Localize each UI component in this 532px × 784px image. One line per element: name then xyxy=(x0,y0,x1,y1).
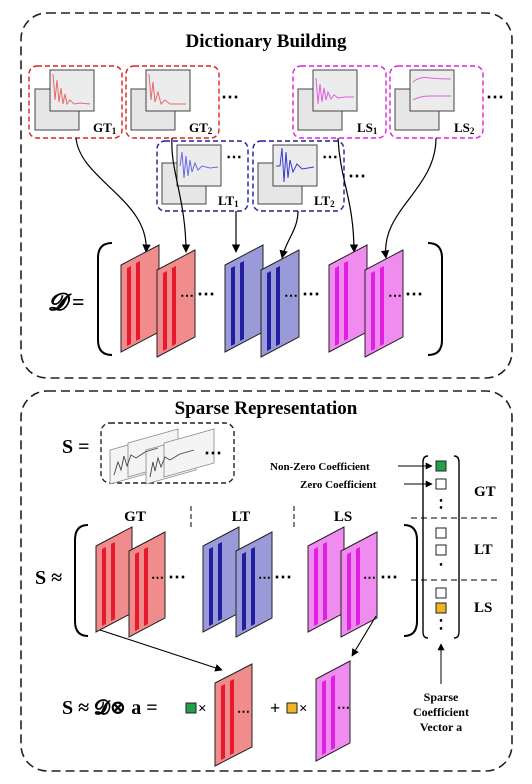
selected-atom-ls: ⋯ xyxy=(315,660,351,762)
group-label-gt2: GT2 xyxy=(189,120,213,136)
signal-box-ellipsis: ⋯ xyxy=(204,443,222,463)
svg-text:•: • xyxy=(439,624,443,635)
svg-text:•: • xyxy=(439,616,443,627)
vector-caption-3: Vector a xyxy=(420,720,462,734)
atom-lt-b: ⋯ xyxy=(260,249,300,358)
atom-ls-a xyxy=(328,244,368,353)
group-label-lt2: LT2 xyxy=(314,193,335,209)
vector-label-ls: LS xyxy=(474,600,492,616)
column-label-ls: LS xyxy=(334,509,352,525)
group-label-lt1: LT1 xyxy=(218,193,239,209)
ellipsis-dict-2: ⋯ xyxy=(302,284,320,304)
ellipsis-sr-2: ⋯ xyxy=(274,567,292,587)
coefficient-vector: • • • • • xyxy=(435,460,447,635)
svg-text:•: • xyxy=(439,503,443,514)
vector-right-bracket xyxy=(453,455,460,639)
group-label-gt1: GT1 xyxy=(93,120,117,136)
svg-text:•: • xyxy=(439,560,443,571)
s-equals-label: S = xyxy=(62,436,90,458)
dictionary-building-border xyxy=(20,12,513,379)
coefficient-zero xyxy=(435,478,447,490)
dictionary-building-title: Dictionary Building xyxy=(186,31,347,52)
dictionary-group-gt1: GT1 xyxy=(28,65,123,139)
column-label-lt: LT xyxy=(232,509,251,525)
vector-label-gt: GT xyxy=(474,484,496,500)
dictionary-equals: = xyxy=(72,289,85,314)
atom-lt-a xyxy=(224,244,264,353)
svg-text:⋯: ⋯ xyxy=(388,289,402,304)
coefficient-zero xyxy=(435,527,447,539)
atom-lt-a xyxy=(202,526,240,633)
nonzero-coefficient-swatch xyxy=(185,702,197,714)
sparse-representation-border xyxy=(20,390,513,772)
svg-text:⋯: ⋯ xyxy=(237,704,250,719)
svg-text:⋯: ⋯ xyxy=(337,700,350,715)
non-zero-coefficient-label: Non-Zero Coefficient xyxy=(270,461,370,473)
ellipsis-lt-c: ⋯ xyxy=(348,166,366,186)
coefficient-nonzero xyxy=(435,460,447,472)
atom-lt-b: ⋯ xyxy=(235,531,273,638)
plus-sign: + xyxy=(270,698,280,718)
svg-text:⋯: ⋯ xyxy=(151,570,164,585)
sparse-representation-title: Sparse Representation xyxy=(175,398,358,419)
atom-ls-b: ⋯ xyxy=(364,249,404,358)
atom-gt-a xyxy=(95,526,133,633)
atom-ls-b: ⋯ xyxy=(340,531,378,638)
times-sign-1: × xyxy=(198,701,207,717)
group-label-ls2: LS2 xyxy=(454,120,475,136)
signal-box xyxy=(100,422,235,484)
atom-gt-a xyxy=(120,244,160,353)
vector-caption-2: Coefficient xyxy=(413,705,469,719)
selected-atom-gt: ⋯ xyxy=(214,663,253,767)
right-bracket-top xyxy=(427,242,443,356)
svg-text:•: • xyxy=(439,496,443,507)
ellipsis-ls: ⋯ xyxy=(486,87,504,107)
highlight-coefficient-swatch xyxy=(286,702,298,714)
svg-text:⋯: ⋯ xyxy=(180,289,194,304)
dictionary-group-ls2: LS2 xyxy=(389,65,484,139)
signal-thumbnail-front xyxy=(49,69,95,112)
vector-label-lt: LT xyxy=(474,542,493,558)
vector-left-bracket xyxy=(422,455,429,639)
svg-text:⋯: ⋯ xyxy=(258,570,271,585)
selection-arrow-ls xyxy=(351,615,377,657)
ellipsis-lt-a: ⋯ xyxy=(226,149,242,166)
s-approx-label: S ≈ xyxy=(35,567,62,589)
atom-gt-b: ⋯ xyxy=(156,249,196,358)
dictionary-arrows xyxy=(75,137,437,259)
sparse-representation-panel: Sparse Representation S = × ⋯ Non-Zero C… xyxy=(20,390,513,772)
svg-text:⋯: ⋯ xyxy=(284,289,298,304)
times-sign-2: × xyxy=(299,701,308,717)
equation-lhs: S ≈ 𝓓⊗ a = xyxy=(62,697,158,719)
atom-gt-b: ⋯ xyxy=(128,531,166,638)
selection-arrow-gt xyxy=(99,629,223,672)
coefficient-zero xyxy=(435,587,447,599)
svg-text:⋯: ⋯ xyxy=(363,570,376,585)
dictionary-building-panel: Dictionary Building GT1 GT2 ⋯ xyxy=(20,12,513,379)
ellipsis-gt: ⋯ xyxy=(221,87,239,107)
dictionary-group-ls1: LS1 xyxy=(292,65,387,139)
ellipsis-dict-3: ⋯ xyxy=(405,284,423,304)
vector-caption-1: Sparse xyxy=(424,690,459,704)
left-bracket-top xyxy=(97,242,113,356)
ellipsis-lt-b: ⋯ xyxy=(322,149,338,166)
dictionary-group-gt2: GT2 xyxy=(125,65,220,139)
coefficient-highlight xyxy=(435,602,447,614)
ellipsis-sr-1: ⋯ xyxy=(168,567,186,587)
signal-thumbnails xyxy=(109,428,215,485)
left-bracket-bottom xyxy=(74,524,89,637)
ellipsis-dict-1: ⋯ xyxy=(197,284,215,304)
right-bracket-bottom xyxy=(403,524,418,637)
dictionary-group-lt1: LT1 xyxy=(156,140,249,212)
group-label-ls1: LS1 xyxy=(357,120,378,136)
column-label-gt: GT xyxy=(124,509,146,525)
ellipsis-sr-3: ⋯ xyxy=(380,567,398,587)
dictionary-symbol: 𝓓 xyxy=(48,290,72,316)
atom-ls-a xyxy=(307,526,345,633)
coefficient-zero xyxy=(435,544,447,556)
zero-coefficient-label: Zero Coefficient xyxy=(300,479,377,491)
